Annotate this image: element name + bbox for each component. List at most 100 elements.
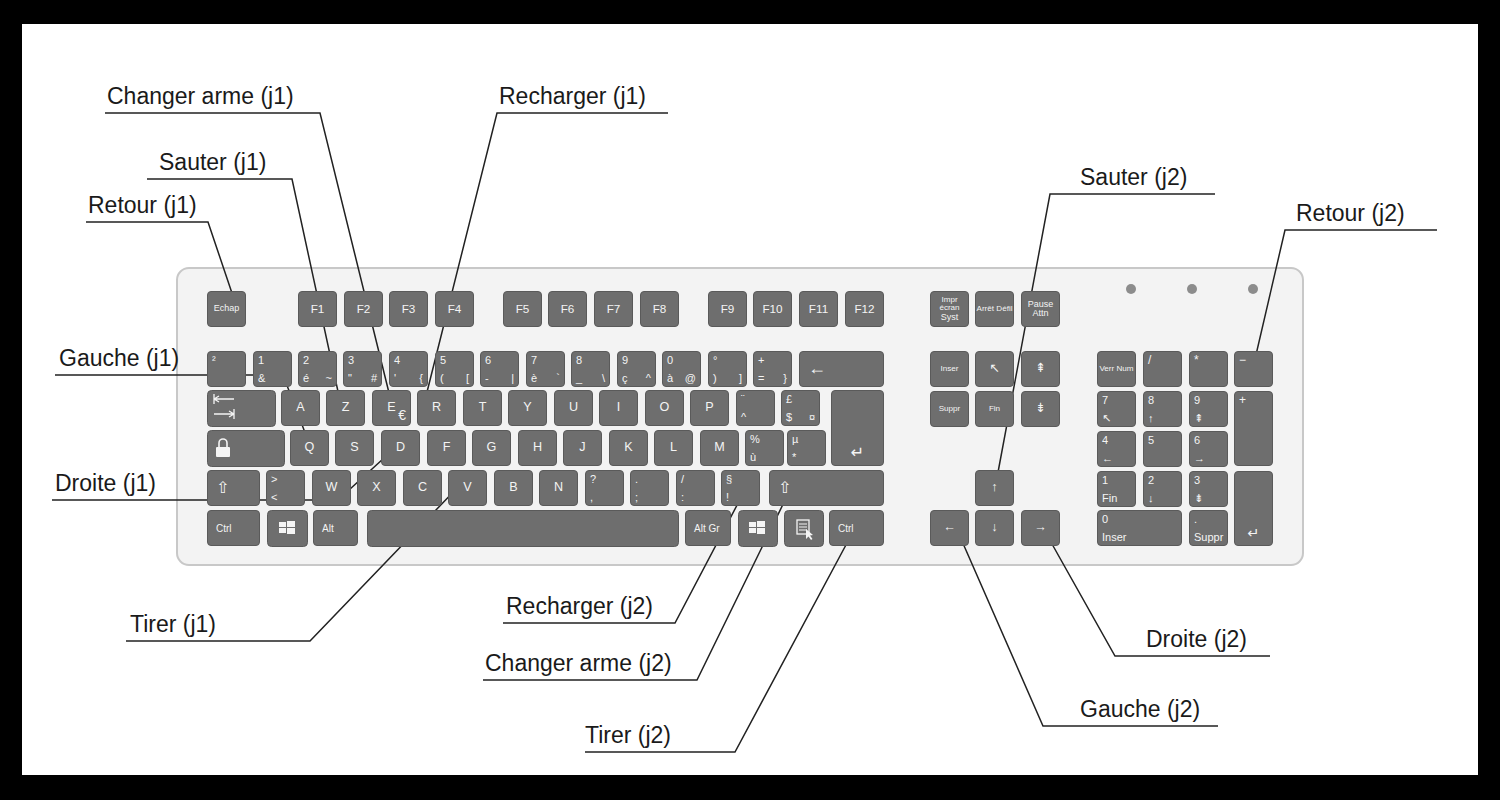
- key-legend: X: [358, 481, 395, 495]
- key-legend: ↑: [1148, 412, 1154, 424]
- key-legend: ⇧: [778, 479, 791, 497]
- key-cap: →: [1021, 510, 1060, 546]
- key-legend: ): [713, 372, 717, 384]
- key-legend: L: [655, 441, 692, 455]
- key-legend: ^: [646, 372, 651, 384]
- key-legend: |: [511, 372, 514, 384]
- key-cap: K: [609, 430, 648, 466]
- key-legend: 8: [576, 354, 582, 366]
- key-legend: Y: [509, 401, 546, 415]
- key-legend: →: [1022, 521, 1059, 535]
- key-cap: ⇟: [1021, 391, 1060, 427]
- key-legend: Syst: [941, 313, 959, 322]
- key-cap: 7è`: [526, 351, 565, 387]
- key-cap: 0à@: [662, 351, 701, 387]
- key-legend: &: [258, 372, 265, 384]
- key-cap: 1Fin: [1097, 471, 1136, 507]
- key-legend: ↓: [976, 521, 1013, 535]
- callout-label: Changer arme (j2): [485, 649, 672, 677]
- key-legend: è: [531, 372, 537, 384]
- key-cap: 1&: [253, 351, 292, 387]
- key-legend: =: [758, 372, 764, 384]
- key-cap: G: [472, 430, 511, 466]
- key-legend: £: [786, 393, 792, 405]
- key-cap: Echap: [207, 291, 246, 327]
- key-legend: à: [667, 372, 673, 384]
- key-legend: /: [1148, 354, 1151, 367]
- key-legend: 3: [348, 354, 354, 366]
- callout-label: Retour (j1): [88, 191, 197, 219]
- key-legend: B: [495, 481, 532, 495]
- key-cap: C: [403, 470, 442, 506]
- key-legend: 3: [1194, 474, 1200, 486]
- key-legend: ⇞: [1194, 412, 1203, 424]
- key-cap: 0Inser: [1097, 510, 1182, 546]
- key-legend: F11: [800, 303, 837, 316]
- key-cap: F2: [344, 291, 383, 327]
- key-cap: 2é~: [298, 351, 337, 387]
- key-legend: Impr écran: [931, 296, 968, 313]
- key-cap: B: [494, 470, 533, 506]
- key-legend: 6: [1194, 434, 1200, 446]
- key-cap: 8↑: [1143, 391, 1182, 427]
- status-leds: [1126, 284, 1258, 294]
- key-cap: Q: [290, 430, 329, 466]
- callout-label: Gauche (j2): [1080, 695, 1200, 723]
- key-legend: Fin: [1102, 492, 1117, 504]
- key-legend: M: [701, 441, 738, 455]
- key-legend: Ctrl: [838, 523, 854, 534]
- key-legend: ]: [739, 372, 742, 384]
- key-legend: −: [1239, 354, 1246, 367]
- callout-label: Tirer (j2): [585, 721, 671, 749]
- callout-label: Droite (j1): [55, 469, 156, 497]
- key-legend: Alt: [322, 523, 334, 534]
- key-legend: é: [303, 372, 309, 384]
- key-cap: 3⇟: [1189, 471, 1228, 507]
- key-legend: ¤: [809, 411, 815, 423]
- key-cap: F8: [640, 291, 679, 327]
- key-legend: 4: [1102, 434, 1108, 446]
- key-cap: 5: [1143, 431, 1182, 467]
- key-legend: ": [348, 372, 352, 384]
- key-legend: Z: [327, 401, 364, 415]
- key-legend: ù: [750, 451, 756, 463]
- key-legend: F7: [595, 303, 632, 316]
- key-legend: A: [282, 401, 319, 415]
- key-legend: F12: [846, 303, 883, 316]
- key-legend: →: [1194, 452, 1205, 464]
- key-legend: Echap: [208, 304, 245, 314]
- key-cap: V: [448, 470, 487, 506]
- key-legend: +: [758, 354, 764, 366]
- key-legend: $: [786, 411, 792, 423]
- key-legend: ←: [1102, 452, 1113, 464]
- key-legend: Suppr: [1194, 531, 1223, 543]
- key-legend: T: [464, 401, 501, 415]
- key-cap: +=}: [753, 351, 792, 387]
- key-legend: `: [556, 372, 560, 384]
- key-cap: L: [654, 430, 693, 466]
- key-cap: 7↖: [1097, 391, 1136, 427]
- key-cap: W: [312, 470, 351, 506]
- key-legend: U: [555, 401, 592, 415]
- key-legend: I: [600, 401, 637, 415]
- key-legend: ^: [741, 411, 746, 423]
- key-cap: . Suppr: [1189, 510, 1228, 546]
- key-legend: .: [1194, 513, 1197, 525]
- key-legend: ²: [212, 354, 216, 366]
- key-cap: 9ç^: [617, 351, 656, 387]
- key-cap: 5([: [435, 351, 474, 387]
- key-legend: °: [713, 354, 717, 366]
- key-legend: .: [635, 473, 638, 485]
- key-cap: ?,: [585, 470, 624, 506]
- blank-keys: [208, 391, 824, 547]
- key-cap: −: [1234, 351, 1273, 387]
- tab-icon: [214, 394, 234, 419]
- key-legend: ⇞: [1022, 362, 1059, 376]
- key-legend: %: [750, 433, 760, 445]
- key-cap: /:: [676, 470, 715, 506]
- key-legend: F3: [390, 303, 427, 316]
- key-cap: Alt: [313, 510, 358, 546]
- callout-label: Changer arme (j1): [107, 82, 294, 110]
- key-legend: H: [519, 441, 556, 455]
- key-legend: 5: [1148, 434, 1154, 446]
